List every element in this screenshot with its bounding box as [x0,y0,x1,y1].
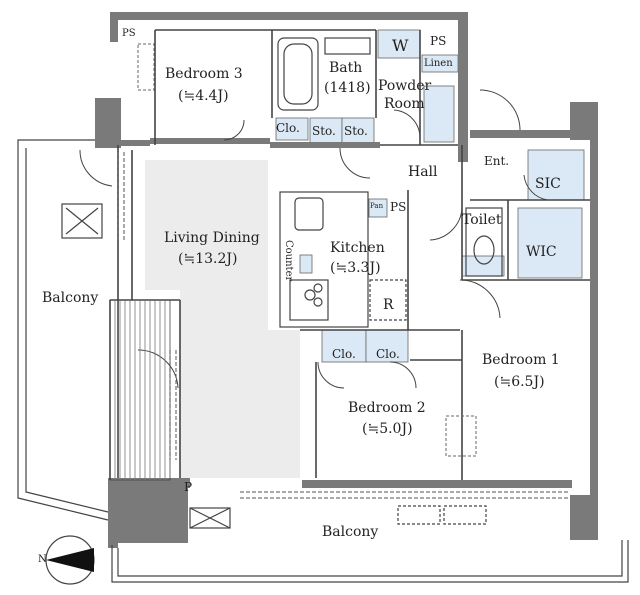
bedroom3-name: Bedroom 3 [165,66,243,82]
counter-label: Counter [283,240,294,282]
washer-label: W [392,36,409,55]
pan-label: Pan [370,202,384,210]
sto1-label: Sto. [312,124,336,138]
balcony-deck [109,299,171,481]
bedroom3-size: (≒4.4J) [178,88,229,104]
kitchen-name: Kitchen [330,240,385,256]
clo-bedroom2b-label: Clo. [376,347,400,361]
closet-lines [137,43,477,457]
balcony-bottom-outline [111,505,629,583]
living-name: Living Dining [164,230,260,246]
bedroom1-size: (≒6.5J) [494,374,545,390]
wic-label: WIC [526,244,557,260]
ps-kitchen-label: PS [390,200,407,214]
ps-top-label: PS [430,34,447,48]
windows [117,152,570,499]
bathtub [277,37,371,111]
clo-bedroom2a-label: Clo. [332,347,356,361]
ac-unit [61,203,103,239]
fridge-label: R [383,297,394,313]
walls [95,12,598,548]
north-label: N [38,554,47,565]
balcony-left-label: Balcony [42,290,99,306]
kitchen-counter [279,191,407,328]
sto2-label: Sto. [344,124,368,138]
north-compass [45,535,95,585]
entrance-label: Ent. [484,154,510,168]
sic-label: SIC [535,176,561,192]
powder-room-name: Powder [378,78,432,94]
bath-size: (1418) [324,80,371,96]
linen-label: Linen [424,58,453,69]
toilet-fixture [465,207,503,277]
bedroom2-name: Bedroom 2 [348,400,426,416]
pipe-label: P [184,480,193,494]
living-floor [145,160,300,478]
clo-bedroom3-label: Clo. [276,121,300,135]
living-size: (≒13.2J) [178,251,238,267]
bedroom1-name: Bedroom 1 [482,352,560,368]
balcony-bottom-label: Balcony [322,524,379,540]
kitchen-size: (≒3.3J) [330,260,381,276]
bedroom2-size: (≒5.0J) [362,421,413,437]
powder-room-name2: Room [384,96,425,112]
balcony-left-outline [17,139,109,521]
toilet-label: Toilet [462,212,502,228]
hall-label: Hall [408,164,438,180]
storage-fills [275,29,585,363]
bath-name: Bath [329,60,363,76]
ps-bedroom3-label: PS [122,28,136,39]
